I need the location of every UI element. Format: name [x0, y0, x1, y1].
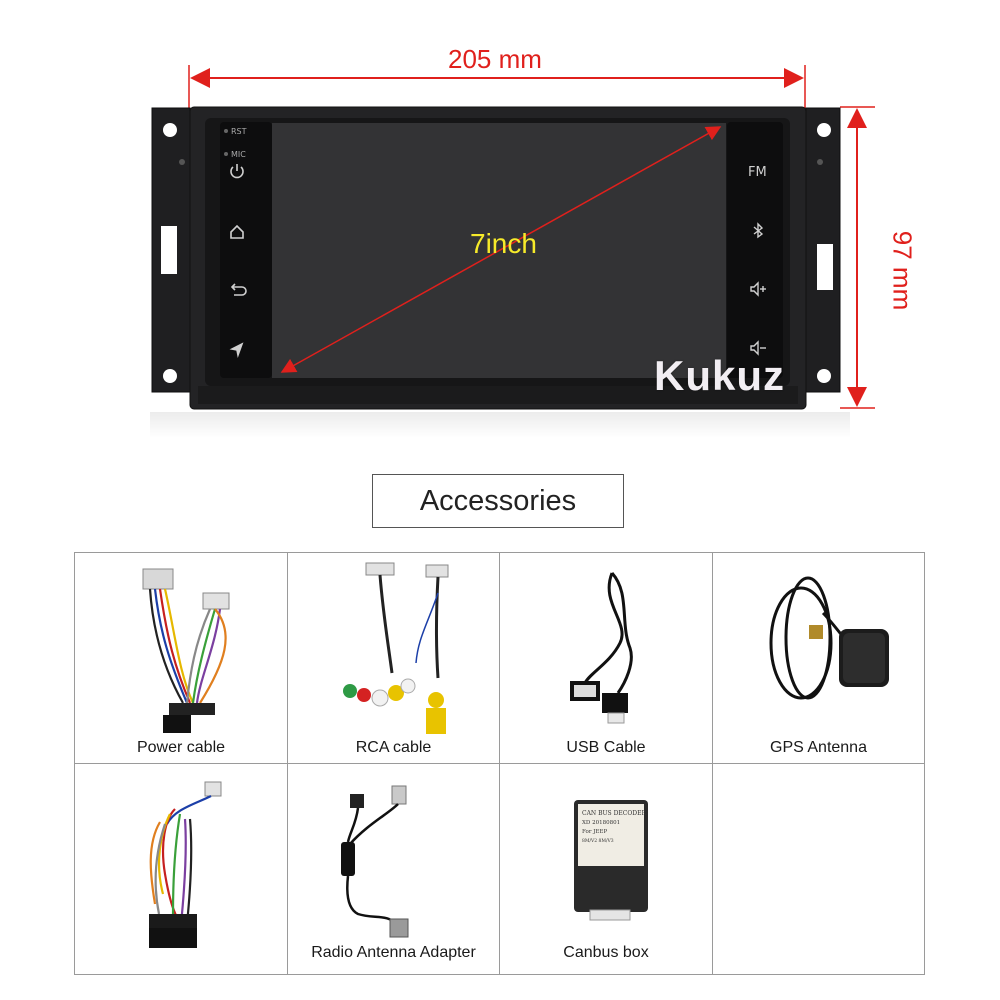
diagonal-dimension-line — [280, 126, 722, 373]
accessory-canbus-box: CAN BUS DECODER XD 20180801 For JEEP 8M/… — [499, 763, 713, 975]
gps-antenna-icon — [769, 576, 889, 700]
wire-harness-icon — [142, 568, 230, 733]
canbus-label-line: 8M/V2 8M/V3 — [582, 838, 614, 844]
rca-cable-icon — [343, 562, 449, 734]
accessory-caption: Power cable — [136, 739, 226, 756]
fm-button[interactable]: FM — [748, 165, 767, 180]
bluetooth-icon — [753, 222, 764, 239]
navigation-icon — [229, 342, 244, 358]
antenna-adapter-icon — [341, 785, 409, 938]
accessory-caption: GPS Antenna — [770, 739, 867, 756]
canbus-box-icon: CAN BUS DECODER XD 20180801 For JEEP 8M/… — [574, 800, 648, 921]
height-dimension-label: 97 mm — [887, 230, 918, 311]
back-icon — [230, 283, 247, 296]
screen-size-label: 7inch — [470, 228, 537, 259]
head-unit-illustration — [150, 65, 875, 438]
usb-cable-icon — [570, 571, 633, 724]
accessory-caption: USB Cable — [566, 739, 646, 756]
accessory-gps-antenna: GPS Antenna — [712, 552, 925, 764]
mic-label: MIC — [231, 150, 246, 159]
accessory-iso-harness — [74, 763, 288, 975]
accessory-empty-cell — [712, 763, 925, 975]
accessory-caption: RCA cable — [355, 739, 432, 756]
canbus-label-line: CAN BUS DECODER — [582, 810, 646, 817]
iso-harness-icon — [149, 781, 222, 948]
accessory-power-cable: Power cable — [74, 552, 288, 764]
canbus-label-line: XD 20180801 — [582, 820, 620, 826]
accessory-rca-cable: RCA cable — [287, 552, 500, 764]
home-icon — [230, 224, 244, 239]
volume-down-icon — [750, 340, 766, 356]
reset-label: RST — [231, 127, 247, 136]
accessories-heading: Accessories — [372, 474, 624, 528]
canbus-label-line: For JEEP — [582, 829, 607, 835]
brand-watermark: Kukuz — [654, 352, 785, 399]
power-icon — [230, 164, 244, 179]
accessory-usb-cable: USB Cable — [499, 552, 713, 764]
width-dimension-label: 205 mm — [448, 44, 542, 74]
accessory-caption: Radio Antenna Adapter — [311, 944, 476, 961]
accessory-caption: Canbus box — [563, 944, 649, 961]
accessory-radio-antenna-adapter: Radio Antenna Adapter — [287, 763, 500, 975]
volume-up-icon — [750, 281, 766, 297]
